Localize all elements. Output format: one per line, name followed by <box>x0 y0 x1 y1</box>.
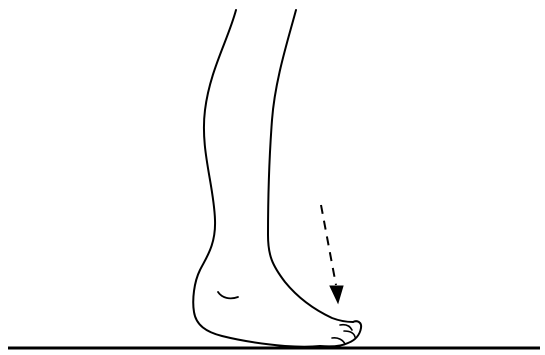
dashed-arrow <box>321 205 343 303</box>
ankle-bone-mark <box>218 292 238 298</box>
leg-back-contour <box>193 10 320 347</box>
leg-front-contour <box>268 10 353 322</box>
dashed-arrow-shaft <box>321 205 336 285</box>
arrow-head-icon <box>330 286 343 303</box>
